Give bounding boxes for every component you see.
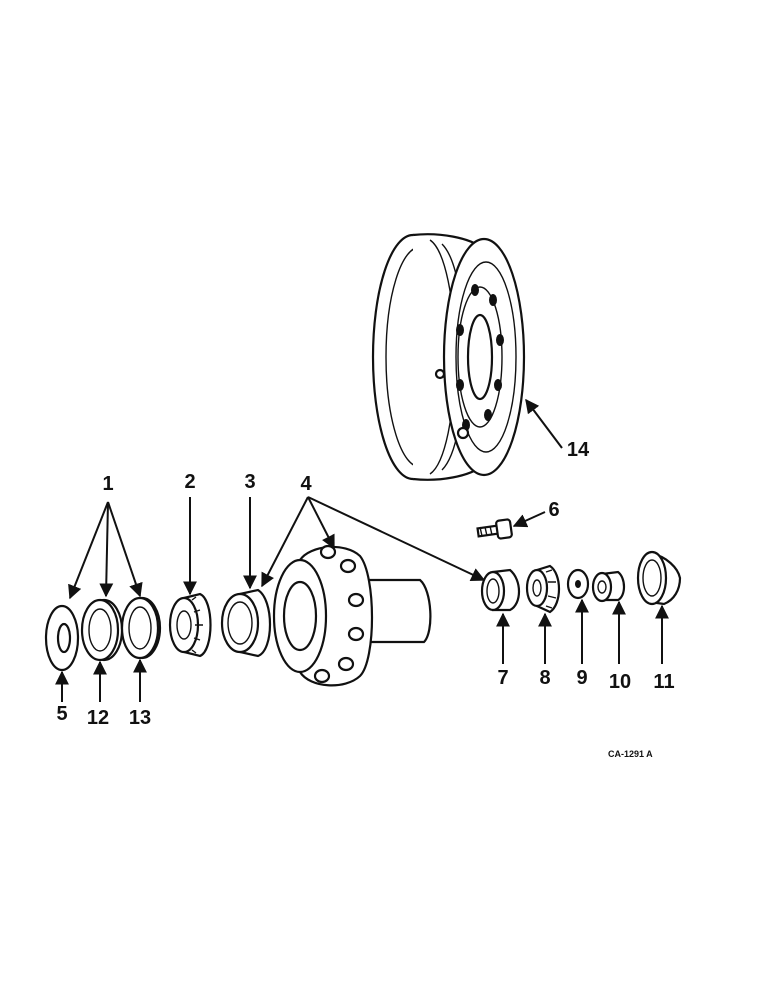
rim-bolt-holes <box>456 284 504 431</box>
callout-8: 8 <box>539 667 550 689</box>
callout-12: 12 <box>87 707 109 729</box>
part-seal <box>80 598 124 662</box>
callout-3: 3 <box>244 471 255 493</box>
callout-1: 1 <box>102 473 113 495</box>
callout-11: 11 <box>653 671 674 693</box>
leader-lines <box>55 496 669 702</box>
part-outer-bearing-cone <box>525 564 561 614</box>
callout-6: 6 <box>548 499 559 521</box>
callout-labels: 1 2 3 4 5 6 7 8 9 10 11 12 13 14 <box>56 439 674 729</box>
callout-10: 10 <box>609 671 631 693</box>
part-ring <box>120 596 162 660</box>
callout-9: 9 <box>576 667 587 689</box>
part-nut <box>591 570 626 603</box>
part-inner-bearing-cone <box>168 592 212 658</box>
part-spindle-washer <box>566 568 590 600</box>
wheel-rim <box>371 233 526 481</box>
callout-2: 2 <box>184 471 195 493</box>
callout-14: 14 <box>567 439 590 461</box>
callout-13: 13 <box>129 707 151 729</box>
callout-7: 7 <box>497 667 508 689</box>
part-bolt <box>476 518 513 540</box>
callout-4: 4 <box>300 473 312 495</box>
callout-5: 5 <box>56 703 67 725</box>
part-inner-bearing-cup <box>220 588 272 658</box>
drawing-code: CA-1291 A <box>608 749 653 759</box>
part-hub-cap <box>636 550 682 606</box>
part-outer-bearing-cup <box>480 568 521 612</box>
part-hub <box>272 544 432 687</box>
part-washer <box>44 604 80 672</box>
hub-stud-bosses <box>313 544 365 684</box>
